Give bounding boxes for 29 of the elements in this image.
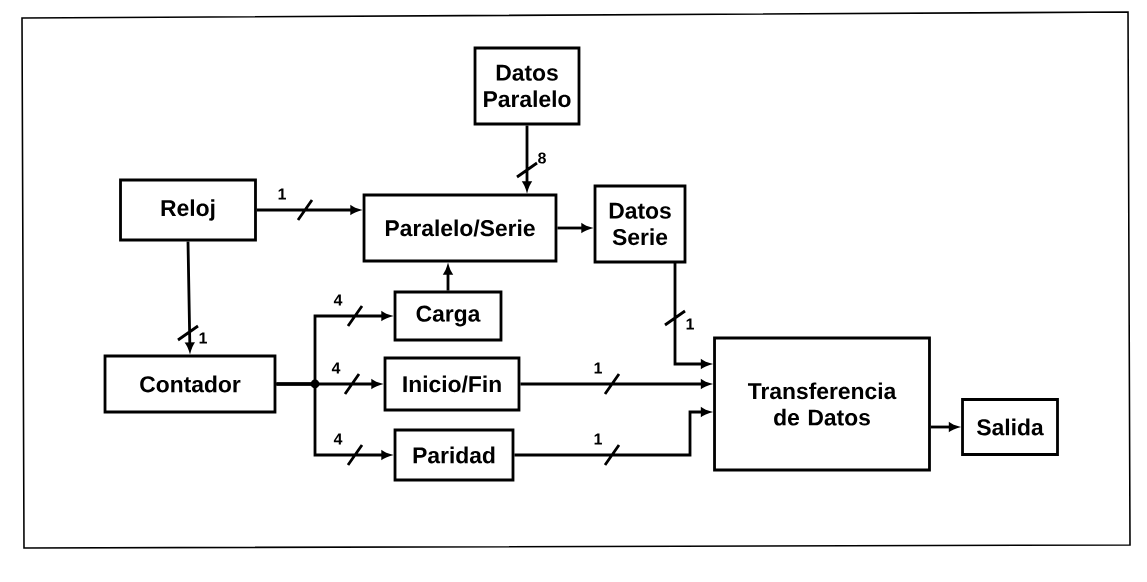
edge-label: 1 xyxy=(594,362,602,374)
edge-label: 4 xyxy=(331,362,341,374)
edge-label: 4 xyxy=(333,433,343,445)
block-box: Inicio/Fin xyxy=(383,356,521,412)
edge-label: 1 xyxy=(594,433,602,445)
edge-label: 1 xyxy=(278,188,286,200)
arrow xyxy=(255,198,360,222)
arrow xyxy=(176,240,200,352)
arrow xyxy=(557,223,591,233)
arrow xyxy=(443,265,453,291)
edge-label: 8 xyxy=(538,152,546,164)
arrow xyxy=(663,260,710,369)
arrow xyxy=(515,124,539,191)
arrow xyxy=(930,422,958,432)
block-box: Datos Paralelo xyxy=(473,46,581,126)
edge-label: 1 xyxy=(686,318,694,330)
block-box: Reloj xyxy=(119,178,257,242)
arrow xyxy=(519,372,710,396)
block-box: Paralelo/Serie xyxy=(362,193,558,263)
edge-label: 4 xyxy=(333,294,343,306)
block-box: Carga xyxy=(393,290,503,342)
block-box: Transferencia de Datos xyxy=(713,336,931,472)
block-box: Contador xyxy=(103,354,277,414)
arrow xyxy=(275,382,391,467)
block-box: Paridad xyxy=(393,428,515,482)
edge-label: 1 xyxy=(199,332,207,344)
arrow xyxy=(513,407,710,467)
block-box: Salida xyxy=(961,398,1059,456)
block-box: Datos Serie xyxy=(593,184,687,264)
